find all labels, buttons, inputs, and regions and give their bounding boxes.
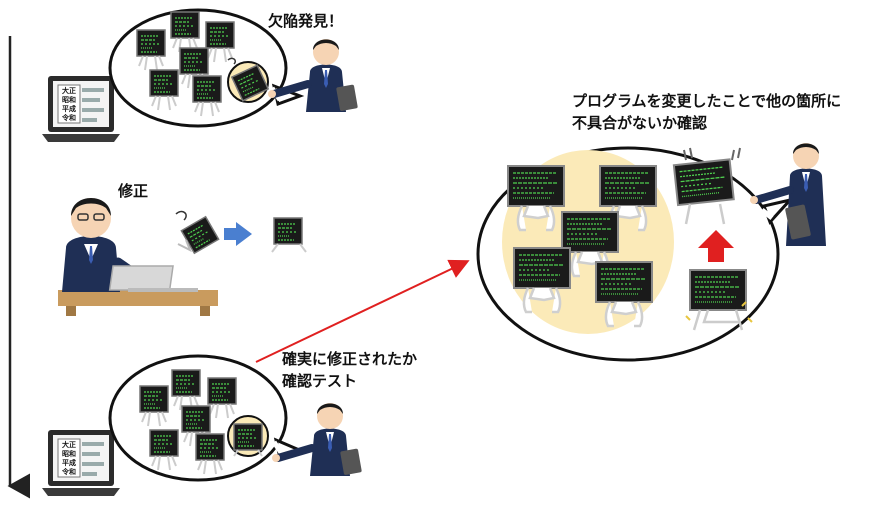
label-fix: 修正 (117, 182, 148, 200)
laptop-row-1: 大正 (62, 440, 76, 449)
engineer-bottom (272, 403, 362, 476)
fixed-program-icon (271, 217, 307, 253)
label-regression-line2: 不具合がないか確認 (572, 114, 707, 132)
label-confirm-test-line1: 確実に修正されたか (281, 350, 417, 368)
engineer-right (750, 143, 826, 246)
engineer-top (268, 39, 358, 112)
label-defect-found: 欠陥発見！ (268, 12, 343, 30)
laptop-bottom: 大正 昭和 平成 令和 (40, 428, 122, 498)
laptop-row-4: 令和 (61, 113, 76, 122)
label-regression-line1: プログラムを変更したことで他の箇所に (572, 92, 841, 110)
checked-program-icon (672, 147, 741, 225)
new-program-icon (685, 269, 753, 331)
broken-program-icon (175, 210, 220, 255)
laptop-row-3: 平成 (62, 104, 76, 113)
fix-arrow (224, 222, 252, 246)
defective-program-icon-top (227, 57, 269, 103)
up-arrow-red (698, 230, 734, 262)
fixed-program-highlight (227, 415, 269, 457)
regression-arrow (255, 259, 470, 363)
laptop-row-4: 令和 (61, 467, 76, 476)
laptop-row-2: 昭和 (62, 449, 76, 458)
label-confirm-test-line2: 確認テスト (281, 372, 357, 390)
laptop-row-1: 大正 (62, 86, 76, 95)
laptop-row-2: 昭和 (62, 95, 76, 104)
engineer-at-desk (58, 198, 218, 316)
laptop-row-3: 平成 (62, 458, 76, 467)
laptop-top: 大正 昭和 平成 令和 (40, 74, 122, 144)
